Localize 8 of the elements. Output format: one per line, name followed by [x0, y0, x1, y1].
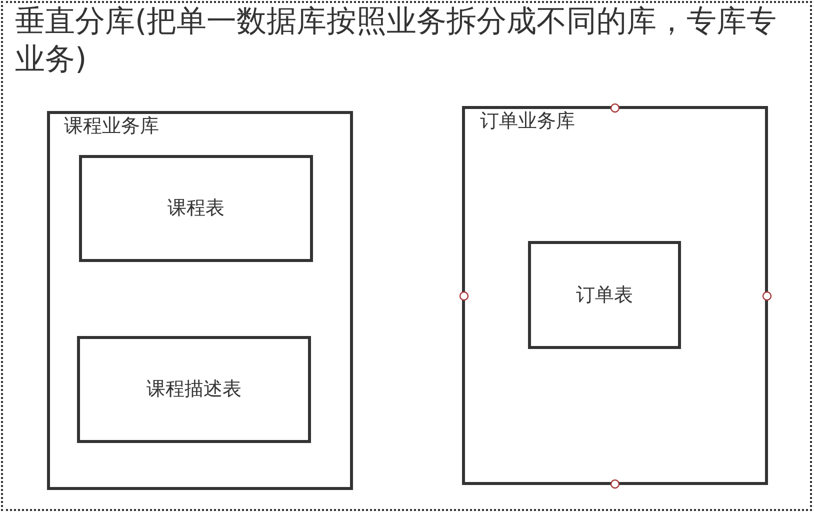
text-box: 课程描述表 — [77, 336, 311, 443]
title: 垂直分库(把单一数据库按照业务拆分成不同的库，专库专业务) — [15, 3, 778, 79]
box-heading: 课程业务库 — [64, 115, 159, 138]
text-box: 订单表 — [528, 241, 681, 349]
container-box — [462, 106, 768, 485]
container-box — [47, 111, 353, 490]
box-heading: 订单业务库 — [480, 110, 575, 133]
text-box: 课程表 — [79, 155, 313, 262]
